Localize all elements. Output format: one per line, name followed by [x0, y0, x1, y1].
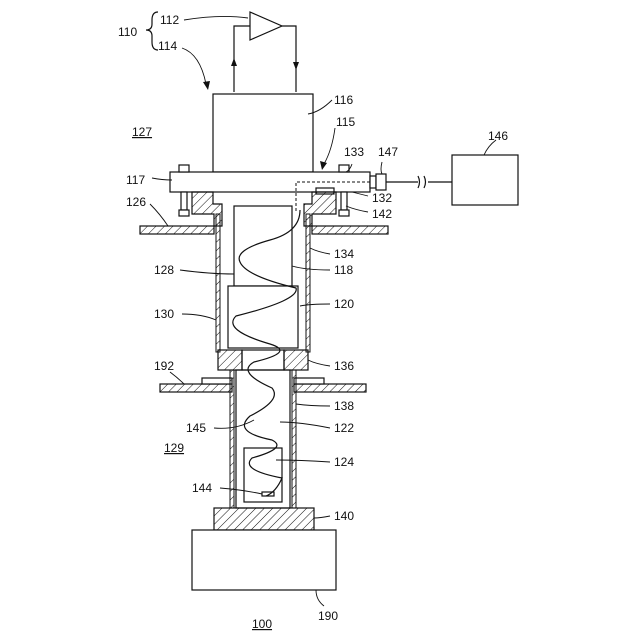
arrow-115: [324, 128, 335, 164]
label-130: 130: [154, 307, 174, 321]
label-138: 138: [334, 399, 354, 413]
label-100: 100: [252, 617, 272, 631]
lower-chamber-138: [230, 370, 296, 508]
label-144: 144: [192, 481, 212, 495]
label-192: 192: [154, 359, 174, 373]
lower-plate-192: [160, 378, 366, 392]
leader-126: [150, 204, 168, 226]
label-110: 110: [118, 25, 137, 39]
pedestal-190: [192, 530, 336, 590]
label-118: 118: [334, 263, 353, 277]
label-136: 136: [334, 359, 354, 373]
label-122: 122: [334, 421, 354, 435]
label-128: 128: [154, 263, 174, 277]
label-129: 129: [164, 441, 184, 455]
label-115: 115: [336, 115, 355, 129]
label-142: 142: [372, 207, 392, 221]
label-112: 112: [160, 13, 179, 27]
label-132: 132: [372, 191, 392, 205]
leader-192: [170, 372, 184, 384]
connector-147: [370, 174, 452, 190]
label-147: 147: [378, 145, 398, 159]
label-117: 117: [126, 173, 145, 187]
label-124: 124: [334, 455, 354, 469]
label-126: 126: [126, 195, 146, 209]
label-190: 190: [318, 609, 338, 623]
label-114: 114: [158, 39, 177, 53]
leader-112: [184, 16, 248, 20]
label-140: 140: [334, 509, 354, 523]
sensor-120: [228, 286, 298, 348]
amplifier-112: [231, 12, 299, 92]
label-146: 146: [488, 129, 508, 143]
controller-146: [452, 155, 518, 205]
label-127: 127: [132, 125, 152, 139]
head-block-116: [213, 94, 313, 172]
brace-110: [146, 12, 158, 50]
arrow-114: [182, 48, 206, 84]
label-120: 120: [334, 297, 354, 311]
shaft-118: [234, 206, 292, 286]
label-133: 133: [344, 145, 364, 159]
base-140: [214, 508, 314, 530]
label-134: 134: [334, 247, 354, 261]
label-145: 145: [186, 421, 206, 435]
label-116: 116: [334, 93, 353, 107]
